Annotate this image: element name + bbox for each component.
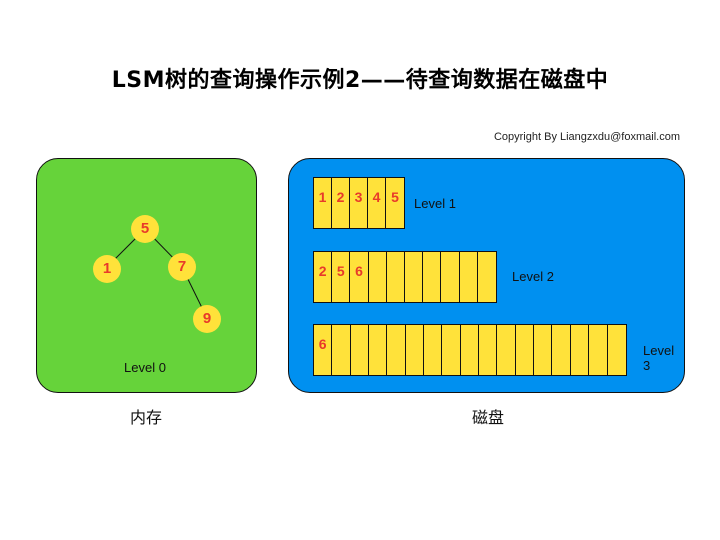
level-0-label: Level 0 (124, 360, 166, 375)
level-2-cell (369, 252, 387, 302)
memory-panel: 5 1 7 9 Level 0 (36, 158, 257, 393)
level-3-cell (552, 325, 571, 375)
level-3-cell (534, 325, 553, 375)
level-3-run: 6 (313, 324, 627, 376)
level-2-cell (405, 252, 424, 302)
level-3-cell (406, 325, 425, 375)
level-1-label: Level 1 (414, 196, 456, 211)
tree-node-root: 5 (131, 215, 159, 243)
level-3-cell (479, 325, 498, 375)
level-2-cell (387, 252, 405, 302)
tree-node-left: 1 (93, 255, 121, 283)
level-3-cell (369, 325, 388, 375)
level-3-cell (351, 325, 370, 375)
level-3-cell (516, 325, 535, 375)
level-3-cell (332, 325, 351, 375)
tree-node-right: 7 (168, 253, 196, 281)
level-3-cell (608, 325, 626, 375)
tree-node-right-right: 9 (193, 305, 221, 333)
level-1-cell: 2 (332, 178, 350, 228)
memory-caption: 内存 (129, 408, 162, 427)
level-3-cell (497, 325, 516, 375)
level-1-cell: 3 (350, 178, 368, 228)
level-3-cell: 6 (314, 325, 333, 375)
level-3-cell (461, 325, 480, 375)
level-3-cell (424, 325, 443, 375)
diagram-title: LSM树的查询操作示例2——待查询数据在磁盘中 (111, 68, 609, 93)
level-2-cell (423, 252, 442, 302)
level-3-cell (387, 325, 406, 375)
level-2-cell: 2 (314, 252, 333, 302)
level-2-label: Level 2 (512, 269, 554, 284)
level-3-label: Level 3 (643, 343, 675, 373)
level-1-cell: 5 (391, 189, 399, 205)
level-3-cell (442, 325, 461, 375)
level-2-cell: 5 (332, 252, 351, 302)
copyright-note: Copyright By Liangzxdu@foxmail.com (493, 131, 680, 143)
level-1-cell: 4 (368, 178, 386, 228)
level-2-cell (460, 252, 478, 302)
level-3-cell (589, 325, 608, 375)
disk-caption: 磁盘 (471, 408, 504, 427)
level-2-cell (478, 252, 496, 302)
level-2-cell (441, 252, 460, 302)
level-1-cell: 1 (314, 178, 332, 228)
tree-edges (106, 228, 208, 319)
level-3-cell (571, 325, 590, 375)
level-2-cell: 6 (350, 252, 369, 302)
